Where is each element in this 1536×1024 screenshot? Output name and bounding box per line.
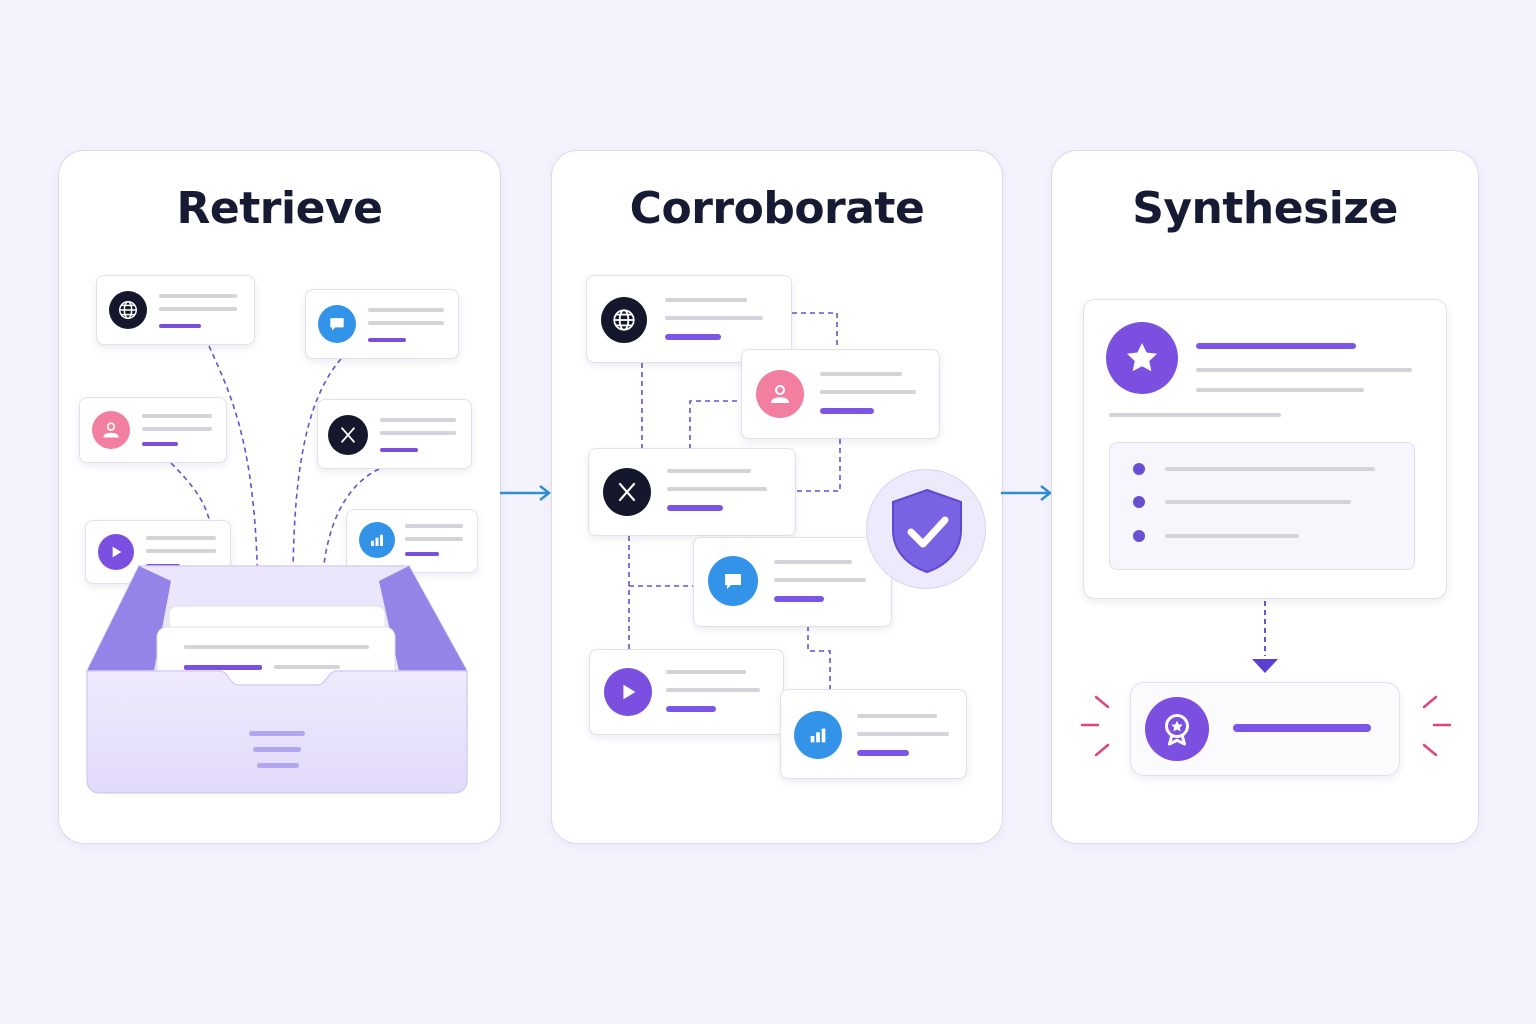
evidence-card-x (588, 448, 796, 536)
evidence-card-web (586, 275, 792, 363)
corroborate-title: Corroborate (629, 183, 925, 234)
source-card-chart (346, 509, 478, 573)
play-icon (604, 668, 652, 716)
user-icon (756, 370, 804, 418)
key-points-list (1109, 442, 1415, 570)
globe-icon (601, 297, 647, 343)
synthesize-title: Synthesize (1132, 183, 1398, 234)
retrieve-title: Retrieve (176, 183, 383, 234)
corroborate-panel: Corroborate (551, 150, 1003, 844)
inbox-tray (85, 565, 469, 794)
source-card-web (96, 275, 255, 345)
star-icon (1106, 322, 1178, 394)
source-card-x (317, 399, 472, 469)
retrieve-panel: Retrieve (58, 150, 501, 844)
chat-bubble-icon (708, 556, 758, 606)
bar-chart-icon (359, 522, 395, 558)
source-card-chat (305, 289, 459, 359)
final-answer-card (1130, 682, 1400, 776)
source-card-video (85, 520, 231, 584)
evidence-card-chart (780, 689, 967, 779)
retrieve-flow-arrows (170, 345, 380, 613)
globe-icon (109, 291, 147, 329)
source-card-person (79, 397, 227, 463)
shield-check-icon (892, 488, 962, 574)
x-logo-icon (328, 415, 368, 455)
flow-arrow-1 (500, 485, 552, 501)
evidence-card-chat (693, 537, 892, 627)
evidence-card-person (741, 349, 940, 439)
play-icon (98, 534, 134, 570)
verified-shield-badge (866, 469, 986, 589)
award-badge-icon (1145, 697, 1209, 761)
evidence-card-video (589, 649, 784, 735)
synthesis-summary-card (1083, 299, 1447, 599)
bar-chart-icon (794, 711, 842, 759)
user-icon (92, 411, 130, 449)
synthesize-panel: Synthesize (1051, 150, 1479, 844)
flow-arrow-2 (1001, 485, 1053, 501)
x-logo-icon (603, 468, 651, 516)
chat-bubble-icon (318, 305, 356, 343)
